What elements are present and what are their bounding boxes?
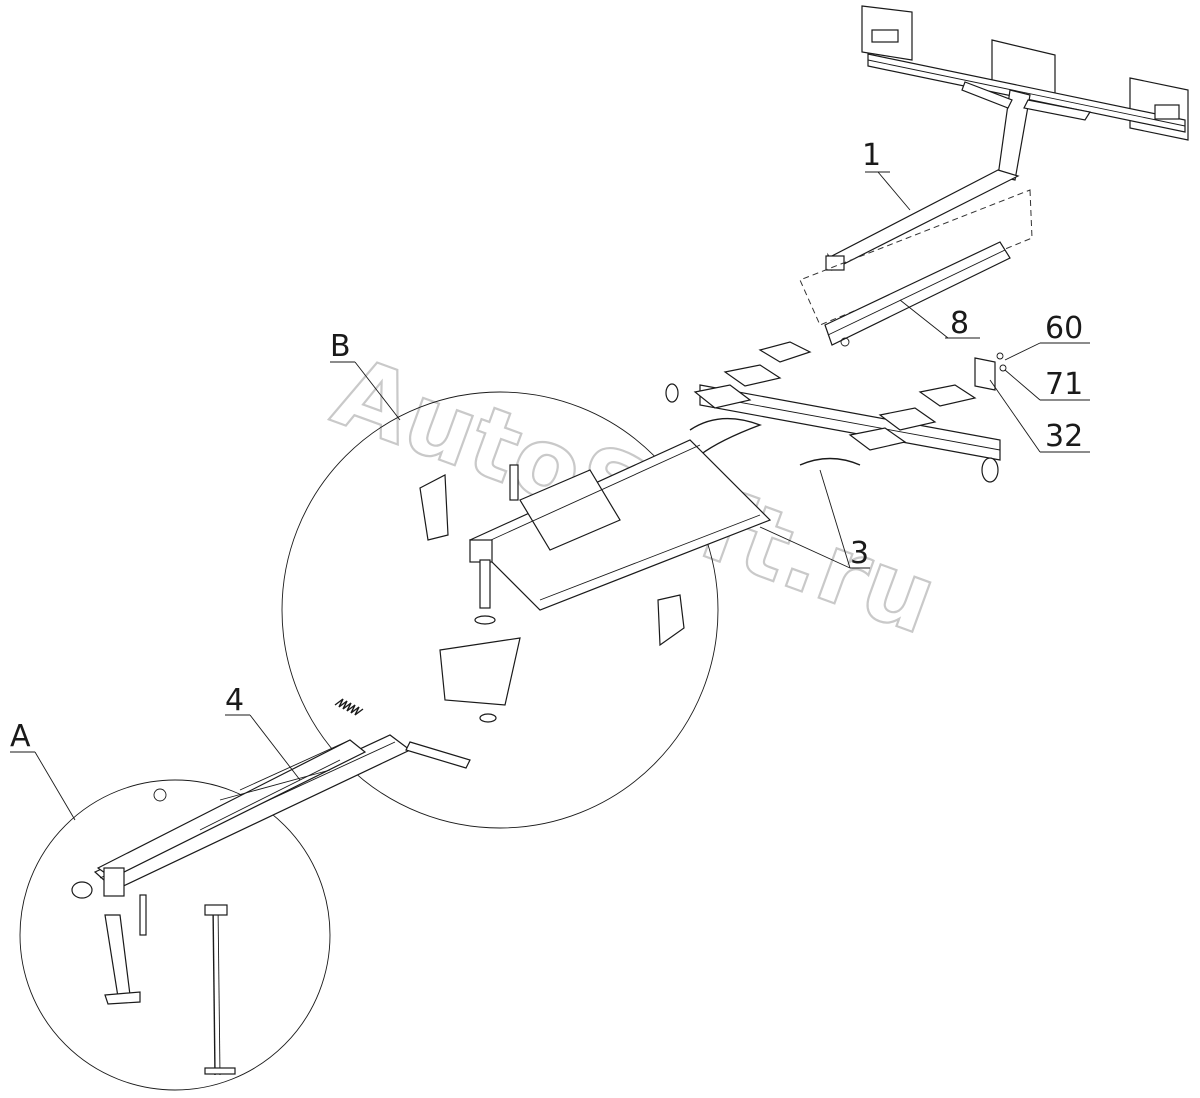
chain <box>204 904 236 1076</box>
callout-60: 60 <box>1045 311 1083 346</box>
callout-4: 4 <box>225 683 244 718</box>
callout-32: 32 <box>1045 419 1083 454</box>
spring <box>334 698 364 716</box>
detail-circle-b <box>281 391 719 829</box>
leader-lines <box>10 171 1090 821</box>
callout-b: B <box>330 329 351 364</box>
callout-1: 1 <box>862 138 881 173</box>
pivot-assembly <box>419 464 685 723</box>
detail-circle-a <box>19 779 331 1091</box>
callout-3: 3 <box>850 536 869 571</box>
callout-8: 8 <box>950 306 969 341</box>
axle-assembly <box>665 341 1007 483</box>
callout-71: 71 <box>1045 367 1083 402</box>
rail-part-8 <box>799 189 1033 347</box>
jack-stand <box>104 894 147 1005</box>
callout-a: A <box>10 719 31 754</box>
drawbar-part-4 <box>71 734 471 899</box>
rear-frame-part-1 <box>825 5 1189 271</box>
main-beam-part-3 <box>468 439 772 611</box>
